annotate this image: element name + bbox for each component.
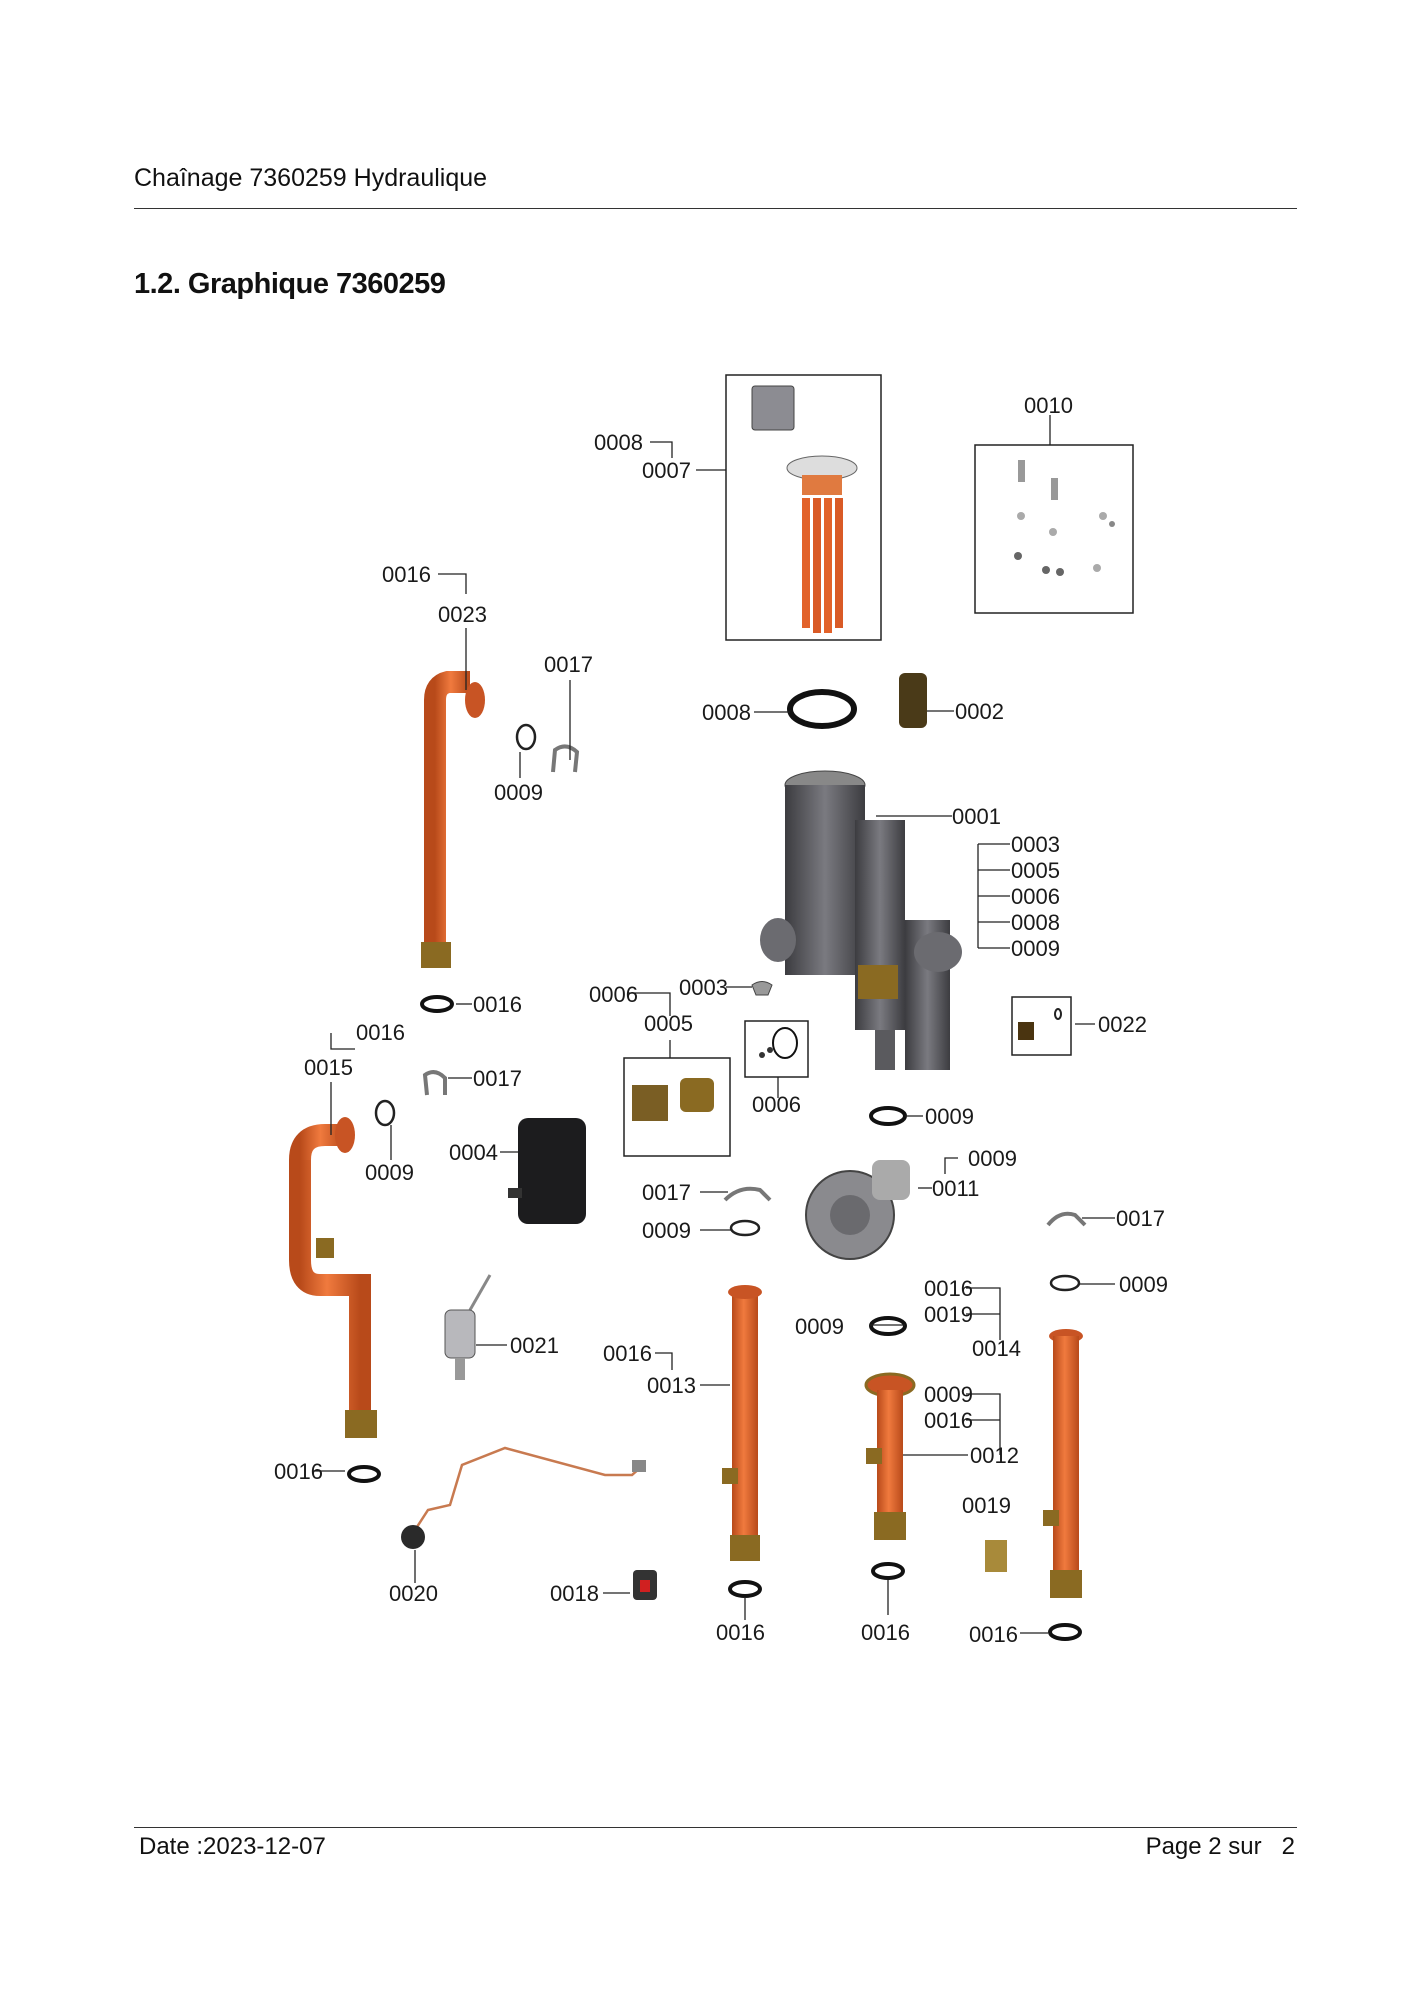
callout-label: 0012 xyxy=(970,1443,1019,1468)
callout-label: 0006 xyxy=(589,982,638,1007)
callout-label: 0010 xyxy=(1024,393,1073,418)
o-ring xyxy=(1048,1623,1082,1641)
hardware-kit xyxy=(974,444,1134,614)
callout-label: 0009 xyxy=(795,1314,844,1339)
callout-label: 0016 xyxy=(356,1020,405,1045)
clip xyxy=(723,1186,772,1202)
footer-date: Date :2023-12-07 xyxy=(139,1833,326,1860)
pipe-0023 xyxy=(421,671,485,968)
callout-label: 0016 xyxy=(969,1622,1018,1647)
repair-kit-0005 xyxy=(623,1057,731,1157)
callout-label: 0022 xyxy=(1098,1012,1147,1037)
small-valve xyxy=(751,981,773,996)
callout-label: 0017 xyxy=(642,1180,691,1205)
callout-label: 0008 xyxy=(1011,910,1060,935)
pipe-0015 xyxy=(289,1117,377,1438)
pressure-gauge-capillary xyxy=(401,1446,646,1549)
heating-element-kit xyxy=(725,374,882,641)
sensor-0021 xyxy=(444,1274,492,1380)
part-0022 xyxy=(1011,996,1072,1056)
circulating-pump xyxy=(805,1160,910,1260)
document-header: Chaînage 7360259 Hydraulique xyxy=(134,164,488,192)
callout-label: 0021 xyxy=(510,1333,559,1358)
callout-label: 0002 xyxy=(955,699,1004,724)
pipe-0014 xyxy=(1043,1329,1083,1598)
callout-label: 0003 xyxy=(679,975,728,1000)
section-title: 1.2. Graphique 7360259 xyxy=(134,268,446,300)
callout-label: 0009 xyxy=(1011,936,1060,961)
callout-label: 0017 xyxy=(473,1066,522,1091)
clip xyxy=(551,744,580,773)
actuator-motor xyxy=(508,1118,586,1224)
callout-label: 0015 xyxy=(304,1055,353,1080)
clip xyxy=(422,1070,447,1096)
o-ring xyxy=(1049,1274,1081,1292)
large-seal-ring xyxy=(787,689,857,729)
callout-label: 0004 xyxy=(449,1140,498,1165)
callout-label: 0016 xyxy=(924,1408,973,1433)
callout-label: 0016 xyxy=(473,992,522,1017)
o-ring xyxy=(374,1099,396,1127)
callout-label: 0009 xyxy=(365,1160,414,1185)
callout-label: 0008 xyxy=(594,430,643,455)
clip xyxy=(1046,1211,1087,1227)
callout-label: 0009 xyxy=(924,1382,973,1407)
callout-label: 0009 xyxy=(925,1104,974,1129)
callout-label: 0011 xyxy=(932,1176,979,1201)
o-ring xyxy=(729,1219,761,1237)
callout-label: 0009 xyxy=(494,780,543,805)
relief-valve xyxy=(985,1540,1007,1572)
callout-label: 0016 xyxy=(603,1341,652,1366)
callout-label: 0006 xyxy=(1011,884,1060,909)
leader-lines xyxy=(312,415,1115,1634)
o-ring xyxy=(728,1580,762,1598)
o-ring xyxy=(515,723,537,751)
o-ring xyxy=(347,1465,381,1483)
callout-label: 0016 xyxy=(716,1620,765,1645)
callout-label: 0016 xyxy=(861,1620,910,1645)
callout-label: 0009 xyxy=(642,1218,691,1243)
callout-label: 0016 xyxy=(382,562,431,587)
filter-cartridge xyxy=(899,673,927,728)
header-rule xyxy=(134,208,1297,209)
callout-label: 0007 xyxy=(642,458,691,483)
callout-label: 0009 xyxy=(1119,1272,1168,1297)
callout-label: 0016 xyxy=(274,1459,323,1484)
callout-label: 0019 xyxy=(924,1302,973,1327)
drain-valve xyxy=(633,1570,657,1600)
seal-kit-0006 xyxy=(744,1020,809,1078)
o-ring xyxy=(871,1562,905,1580)
callout-label: 0005 xyxy=(1011,858,1060,883)
callout-label: 0014 xyxy=(972,1336,1021,1361)
callout-label: 0016 xyxy=(924,1276,973,1301)
callout-label: 0017 xyxy=(544,652,593,677)
o-ring xyxy=(869,1106,907,1126)
callout-label: 0020 xyxy=(389,1581,438,1606)
callout-label: 0023 xyxy=(438,602,487,627)
callout-labels: 0008 0007 0010 0016 0023 0017 0009 0008 … xyxy=(274,393,1168,1647)
callout-label: 0003 xyxy=(1011,832,1060,857)
callout-label: 0019 xyxy=(962,1493,1011,1518)
footer-rule xyxy=(134,1827,1297,1828)
o-ring xyxy=(420,995,454,1013)
callout-label: 0013 xyxy=(647,1373,696,1398)
callout-label: 0017 xyxy=(1116,1206,1165,1231)
callout-label: 0009 xyxy=(968,1146,1017,1171)
callout-label: 0005 xyxy=(644,1011,693,1036)
callout-label: 0018 xyxy=(550,1581,599,1606)
pipe-0013 xyxy=(722,1285,762,1561)
o-ring xyxy=(869,1316,907,1336)
callout-label: 0008 xyxy=(702,700,751,725)
hydraulic-block xyxy=(760,770,962,1070)
page-number: Page 2 sur 2 xyxy=(1145,1833,1295,1860)
callout-label: 0001 xyxy=(952,804,1001,829)
pipe-0012 xyxy=(864,1372,916,1540)
callout-label: 0006 xyxy=(752,1092,801,1117)
